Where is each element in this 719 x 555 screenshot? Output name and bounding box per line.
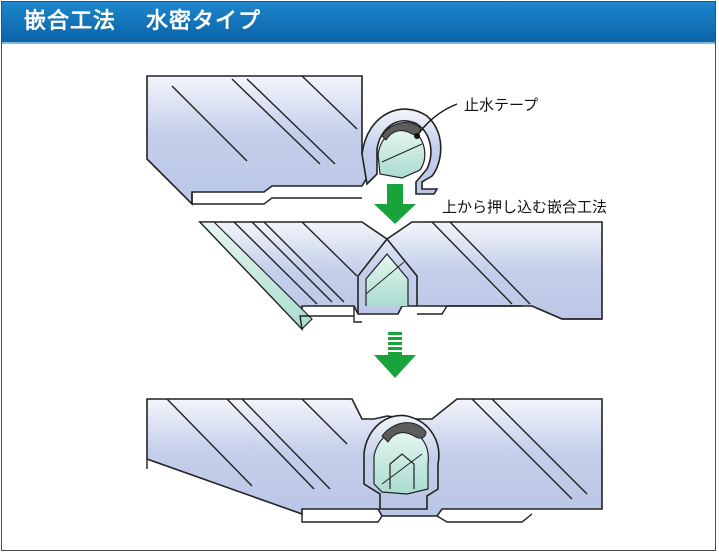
arrow-down-icon <box>374 184 416 224</box>
middle-panel <box>198 221 603 331</box>
header-underline <box>2 42 715 44</box>
header-bar: 嵌合工法 水密タイプ <box>2 2 715 42</box>
sealing-tape-assembled <box>381 422 427 443</box>
assembly-diagram: 止水テープ 上から押し込む嵌合工法 <box>146 75 607 523</box>
label-sealing-tape: 止水テープ <box>464 96 538 114</box>
arrow-down-striped-icon <box>374 332 416 378</box>
label-press-fit-method: 上から押し込む嵌合工法 <box>442 198 607 216</box>
header-title: 嵌合工法 <box>24 9 117 34</box>
header-subtitle: 水密タイプ <box>146 9 262 34</box>
bottom-panel-assembled <box>146 398 603 523</box>
top-panel <box>146 75 458 206</box>
